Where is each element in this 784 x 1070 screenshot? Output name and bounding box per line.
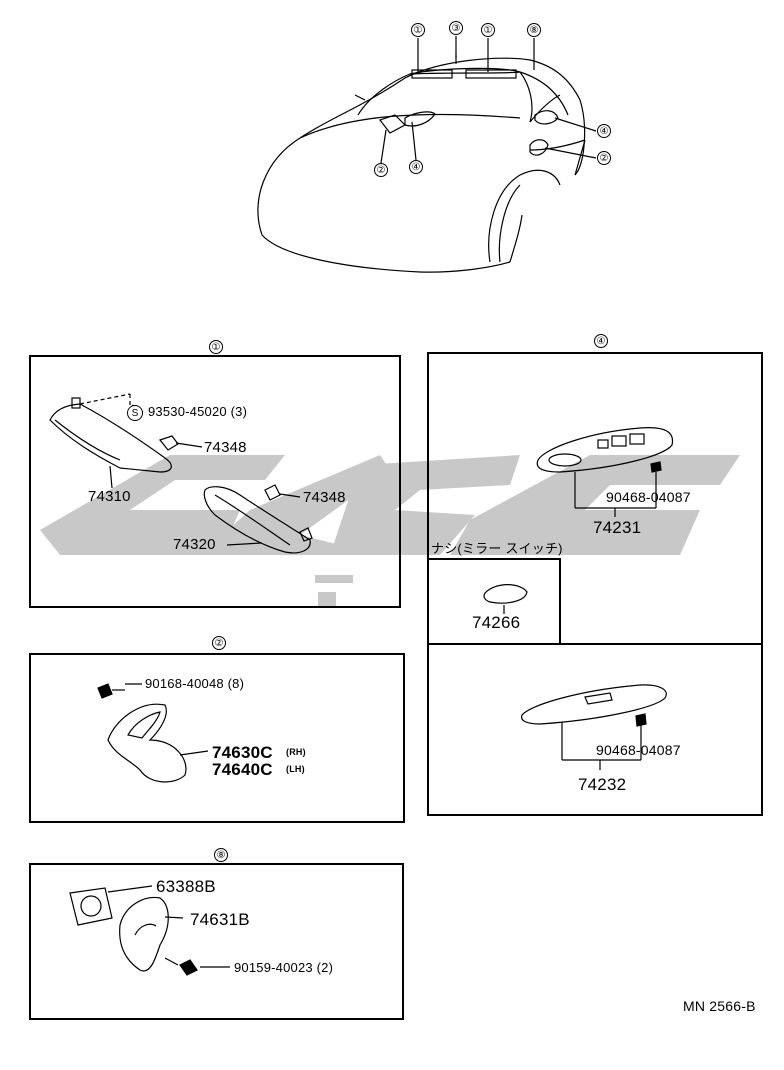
- label-74310: 74310: [88, 488, 131, 505]
- label-rh: (RH): [286, 747, 306, 757]
- panel-2-header: ②: [212, 636, 226, 650]
- callout-4-right: ④: [597, 124, 611, 138]
- label-lh: (LH): [286, 764, 305, 774]
- panel-8-header: ⑧: [214, 848, 228, 862]
- screw-symbol-s: S: [127, 405, 143, 421]
- label-90468-04087-bottom: 90468-04087: [596, 742, 681, 758]
- panel-4-divider-a: [427, 558, 561, 560]
- panel-1-header: ①: [209, 340, 223, 354]
- panel-4-header: ④: [594, 334, 608, 348]
- panel-1-sun-visor: [29, 355, 401, 608]
- diagram-code: MN 2566-B: [683, 998, 756, 1014]
- label-74640c: 74640C: [212, 760, 273, 779]
- panel-4-divider-b: [559, 558, 561, 644]
- callout-1-top-right: ①: [481, 23, 495, 37]
- label-74266: 74266: [472, 613, 521, 632]
- callout-2-left: ②: [374, 163, 388, 177]
- panel-4-switch-base: [427, 352, 763, 816]
- label-74348-lower: 74348: [303, 489, 346, 506]
- label-74231: 74231: [593, 518, 642, 537]
- label-74348-upper: 74348: [204, 439, 247, 456]
- label-93530-45020: 93530-45020 (3): [148, 404, 248, 419]
- panel-2-assist: [29, 653, 405, 823]
- callout-4-left: ④: [409, 160, 423, 174]
- callout-3-top: ③: [449, 21, 463, 35]
- label-63388b: 63388B: [156, 877, 216, 896]
- label-90168-40048: 90168-40048 (8): [145, 676, 245, 691]
- callout-2-right: ②: [597, 151, 611, 165]
- callout-8-top: ⑧: [527, 23, 541, 37]
- car-overview-drawing: [257, 36, 597, 273]
- note-mirror-switch: ナシ(ミラー スイッチ): [431, 541, 563, 556]
- panel-4-divider-c: [427, 643, 763, 645]
- label-90468-04087-top: 90468-04087: [606, 489, 691, 505]
- label-74630c: 74630C: [212, 743, 273, 762]
- label-74631b: 74631B: [190, 910, 250, 929]
- callout-1-top-left: ①: [411, 23, 425, 37]
- label-74232: 74232: [578, 775, 627, 794]
- label-74320: 74320: [173, 536, 216, 553]
- panel-8-cover: [29, 863, 404, 1020]
- label-90159-40023: 90159-40023 (2): [234, 960, 334, 975]
